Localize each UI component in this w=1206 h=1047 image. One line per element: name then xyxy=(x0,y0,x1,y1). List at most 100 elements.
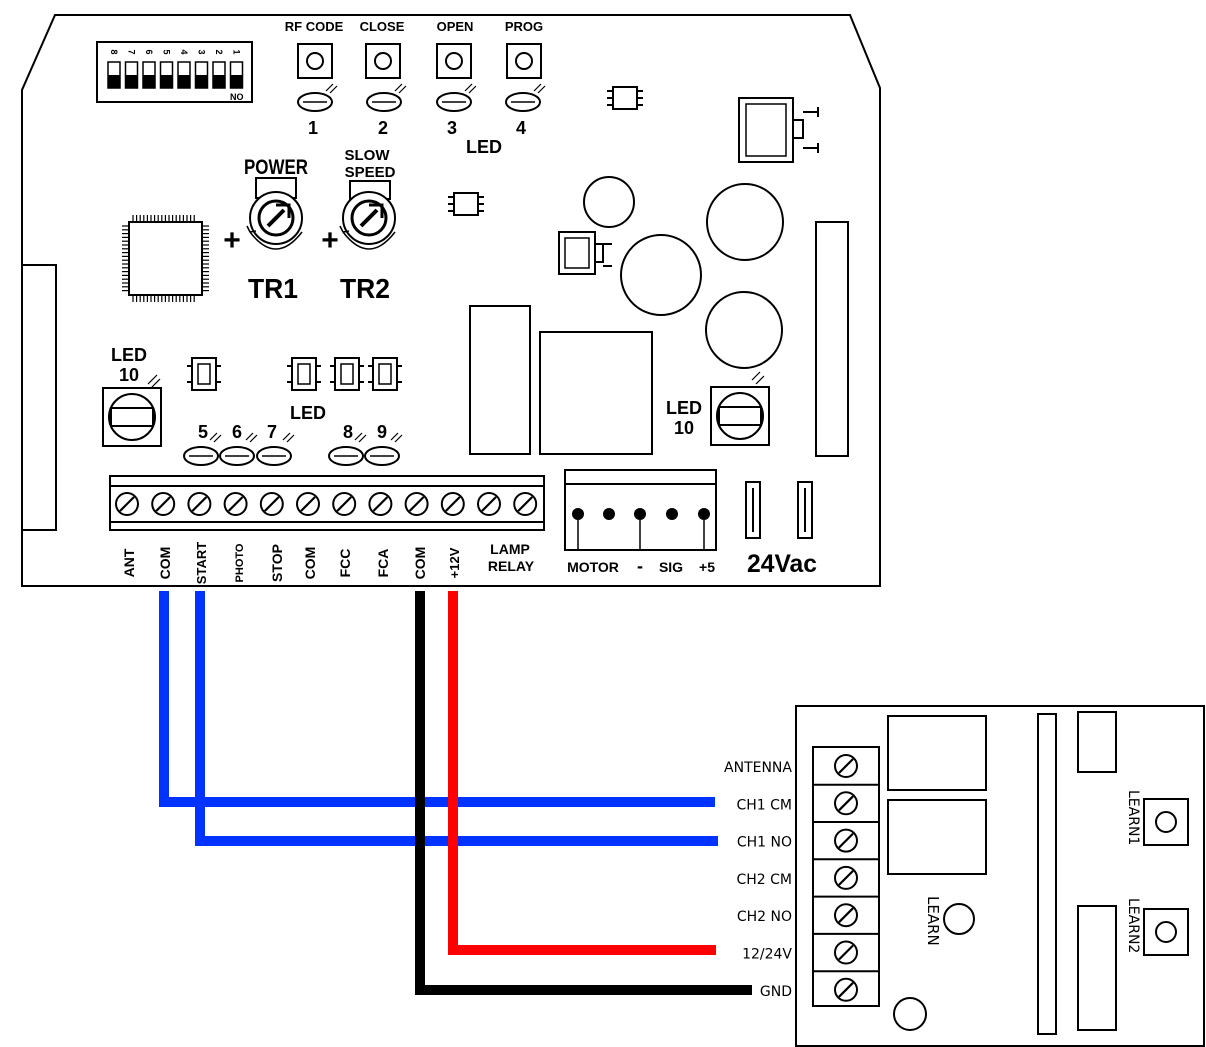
led-number-5: 5 xyxy=(198,422,208,442)
receiver-mount-hole xyxy=(893,997,927,1031)
pot-power-label: POWER xyxy=(244,156,308,179)
side-connector xyxy=(21,264,57,531)
wire-start-to-ch1no xyxy=(195,591,718,846)
capacitor-large-2 xyxy=(620,234,702,316)
led-number-4: 4 xyxy=(516,118,526,138)
receiver-component-top xyxy=(1077,711,1117,773)
led-number-6: 6 xyxy=(232,422,242,442)
smd-chip xyxy=(367,357,403,391)
controller-board-outline xyxy=(21,14,881,587)
led-mid-label: LED xyxy=(290,403,326,423)
dip-lever[interactable] xyxy=(142,61,156,89)
close-button[interactable] xyxy=(365,43,401,79)
dip-lever[interactable] xyxy=(159,61,174,89)
receiver-component-bottom xyxy=(1077,905,1117,1031)
dip-lever[interactable] xyxy=(194,61,209,89)
button-label-rf-code: RF CODE xyxy=(285,19,344,34)
led-number-2: 2 xyxy=(378,118,388,138)
terminal-screw[interactable] xyxy=(440,491,465,517)
receiver-terminal-label-gnd: GND xyxy=(760,984,792,1000)
dip-lever[interactable] xyxy=(107,61,121,89)
dip-lever[interactable] xyxy=(229,61,244,89)
receiver-terminal-label-ch1-no: CH1 NO xyxy=(737,835,792,851)
pot-slow-label-2: SPEED xyxy=(345,164,396,181)
capacitor-large-1 xyxy=(706,183,784,261)
terminal-screw[interactable] xyxy=(368,491,393,517)
receiver-terminal-label-ch2-cm: CH2 CM xyxy=(736,872,792,888)
smd-chip xyxy=(329,357,365,391)
dip-number: 2 xyxy=(214,49,224,54)
dip-lever[interactable] xyxy=(124,61,139,89)
receiver-terminal-label-ch2-no: CH2 NO xyxy=(737,909,792,925)
led10-right-label-1: LED xyxy=(666,398,702,418)
terminal-screw[interactable] xyxy=(223,491,248,517)
receiver-terminal-screw[interactable] xyxy=(833,940,859,965)
learn-button[interactable] xyxy=(943,903,975,935)
terminal-screw[interactable] xyxy=(332,491,357,517)
dip-number: 4 xyxy=(179,49,189,54)
dip-number: 8 xyxy=(109,49,119,54)
wire-com-to-ch1cm xyxy=(159,591,715,807)
terminal-screw[interactable] xyxy=(259,491,284,517)
receiver-terminal-screw[interactable] xyxy=(833,903,859,928)
prog-button[interactable] xyxy=(506,43,542,79)
receiver-terminal-screw[interactable] xyxy=(833,828,859,853)
button-label-open: OPEN xyxy=(437,19,474,34)
receiver-relay-2 xyxy=(887,799,987,875)
smd-chip xyxy=(186,357,222,391)
slow-speed-potentiometer[interactable]: SLOW SPEED xyxy=(339,147,396,250)
plus-sign-tr1: + xyxy=(223,224,241,257)
dip-lever[interactable] xyxy=(212,61,226,89)
wire-com-to-gnd xyxy=(415,591,752,995)
terminal-label-com: COM xyxy=(157,547,173,580)
receiver-relay-1 xyxy=(887,715,987,791)
terminal-screw[interactable] xyxy=(476,491,502,517)
receiver-terminal-screw[interactable] xyxy=(833,977,859,1002)
terminal-screw[interactable] xyxy=(187,491,212,517)
dip-lever[interactable] xyxy=(177,61,191,89)
led-row-mid: 5 6 7 8 9 xyxy=(183,422,403,466)
power-potentiometer[interactable]: POWER xyxy=(244,156,308,250)
tr2-label: TR2 xyxy=(340,273,390,304)
led-top-label: LED xyxy=(466,137,502,157)
led-row-top: 1 2 3 4 LED xyxy=(297,83,546,157)
dip-number: 1 xyxy=(232,49,242,54)
terminal-label-com: COM xyxy=(302,547,318,580)
sig-label: SIG xyxy=(659,559,683,575)
receiver-terminal-screw[interactable] xyxy=(833,791,859,816)
dip-on-label: NO xyxy=(230,92,244,102)
plus5-label: +5 xyxy=(699,559,715,575)
voltage-regulator xyxy=(738,97,819,163)
receiver-terminal-screw[interactable] xyxy=(833,753,859,779)
led10-left-label-2: 10 xyxy=(119,365,139,385)
receiver-terminal-label-12-24v: 12/24V xyxy=(742,947,792,963)
terminal-block-main xyxy=(109,475,545,531)
terminal-label-photo: PHOTO xyxy=(234,543,246,582)
top-buttons: RF CODE CLOSE OPEN PROG xyxy=(285,19,543,79)
minus-label: - xyxy=(637,556,643,576)
terminal-label-12v: +12V xyxy=(447,547,462,578)
learn1-label: LEARN1 xyxy=(1125,790,1141,845)
dip-number: 5 xyxy=(162,49,172,54)
terminal-screw[interactable] xyxy=(295,491,321,517)
terminal-screw[interactable] xyxy=(404,491,429,517)
open-button[interactable] xyxy=(436,43,472,79)
terminal-label-stop: STOP xyxy=(269,544,285,582)
terminal-screw[interactable] xyxy=(114,491,140,517)
led-number-1: 1 xyxy=(308,118,318,138)
led10-right: LED 10 xyxy=(666,371,770,446)
button-label-prog: PROG xyxy=(505,19,543,34)
terminal-screw[interactable] xyxy=(513,491,538,517)
receiver-antenna-strip xyxy=(1037,713,1057,1035)
receiver-terminal-label-antenna: ANTENNA xyxy=(724,760,792,776)
learn1-button[interactable] xyxy=(1143,798,1189,846)
dip-number: 3 xyxy=(197,49,207,54)
relay-left xyxy=(469,305,531,455)
learn2-button[interactable] xyxy=(1143,908,1189,956)
terminal-screw[interactable] xyxy=(151,491,176,517)
led10-left-label-1: LED xyxy=(111,345,147,365)
rf-code-button[interactable] xyxy=(297,43,333,79)
receiver-terminal-screw[interactable] xyxy=(833,865,859,891)
